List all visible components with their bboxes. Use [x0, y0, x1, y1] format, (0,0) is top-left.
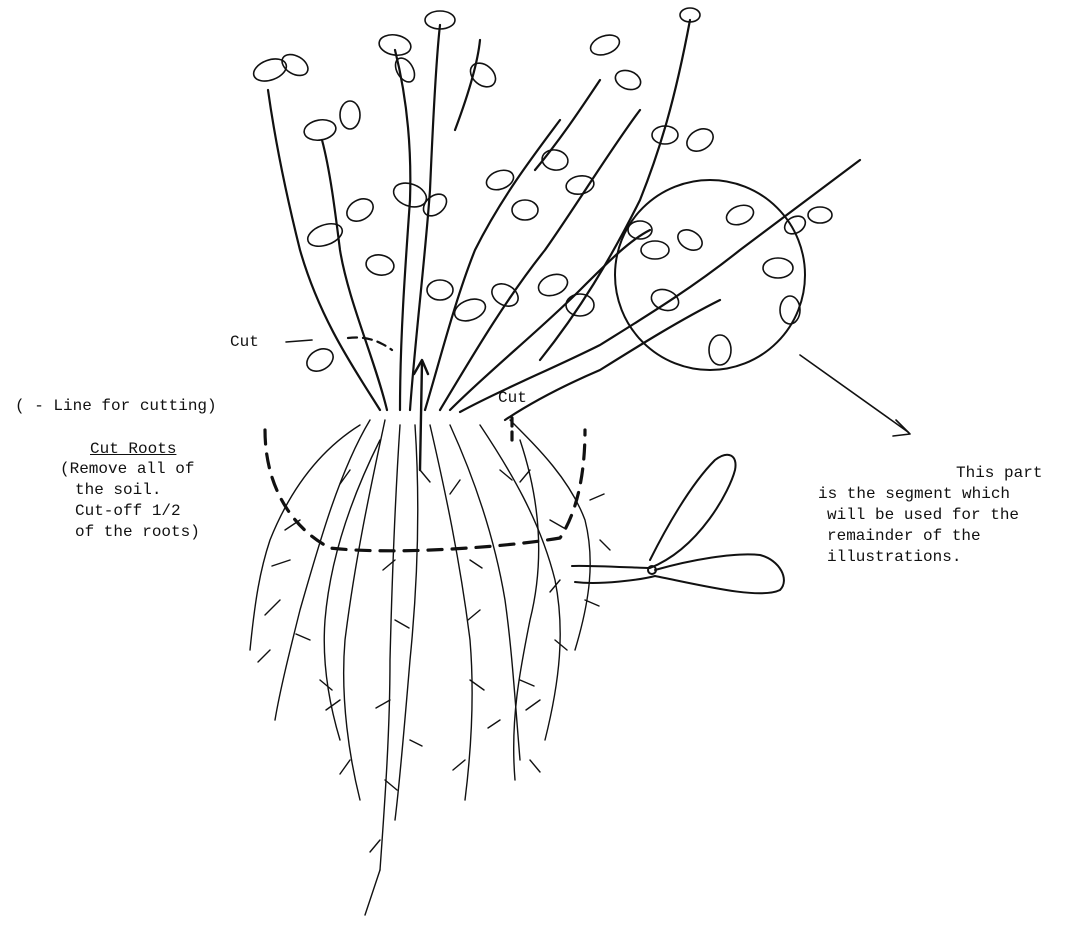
- stem: [410, 25, 440, 410]
- leaf: [512, 200, 538, 220]
- leaf: [303, 344, 337, 375]
- segment-note-line: This part: [956, 464, 1042, 483]
- scissors-icon: [572, 455, 784, 594]
- legend-label: ( - Line for cutting): [15, 397, 217, 416]
- cut-stem-label: Cut: [230, 333, 259, 352]
- leaf: [588, 31, 622, 58]
- cut-roots-line: of the roots): [75, 523, 200, 542]
- leaf: [427, 280, 453, 300]
- leaf: [683, 124, 717, 155]
- cut-roots-line: (Remove all of: [60, 460, 194, 479]
- cut-roots-line: the soil.: [75, 481, 161, 500]
- leaves: [251, 8, 718, 376]
- leaf: [540, 148, 569, 172]
- leaf: [613, 67, 644, 93]
- leaf: [488, 279, 522, 310]
- cut-roots-line: Cut-off 1/2: [75, 502, 181, 521]
- leaf: [419, 190, 450, 221]
- leaf: [340, 101, 360, 129]
- stem: [395, 50, 410, 410]
- leaf: [364, 253, 395, 278]
- stems: [268, 20, 860, 420]
- cut-lines: [265, 418, 585, 551]
- cut-roots-title: Cut Roots: [90, 440, 176, 459]
- segment-note-line: remainder of the: [827, 527, 981, 546]
- leaf: [392, 55, 419, 86]
- leaf: [565, 174, 596, 197]
- leaf: [303, 117, 338, 142]
- stem: [460, 160, 860, 412]
- cut-right-label: Cut: [498, 389, 527, 408]
- leaf: [535, 270, 570, 299]
- segment-note-line: is the segment which: [818, 485, 1010, 504]
- stem: [505, 300, 720, 420]
- segment-note-line: will be used for the: [827, 506, 1019, 525]
- leaf: [251, 55, 290, 85]
- stem: [268, 90, 380, 410]
- segment-note-line: illustrations.: [827, 548, 961, 567]
- stem: [455, 40, 480, 130]
- leaf: [343, 194, 377, 225]
- roots: [250, 420, 610, 915]
- leaf: [466, 58, 500, 91]
- stem: [450, 230, 650, 410]
- leaf: [278, 50, 311, 80]
